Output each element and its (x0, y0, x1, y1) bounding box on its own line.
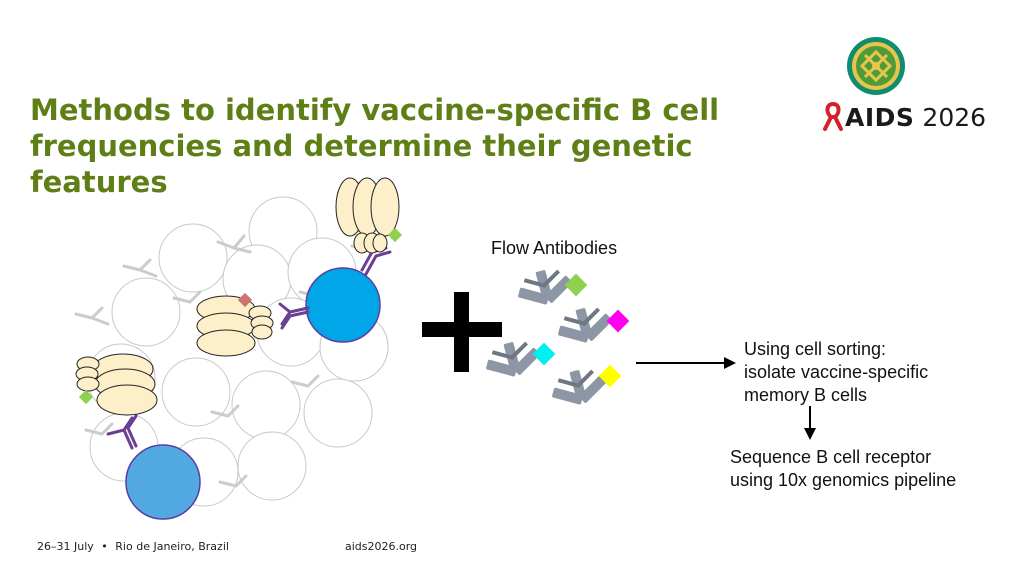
b-cell-top (305, 267, 381, 343)
sequencing-line: using 10x genomics pipeline (730, 470, 957, 490)
b-cell-bottom (125, 444, 201, 520)
footer-dates: 26–31 July (37, 540, 94, 553)
aids-2026-logo: AIDS 2026 (822, 36, 997, 136)
footer-location: Rio de Janeiro, Brazil (115, 540, 229, 553)
footer-event-info: 26–31 July • Rio de Janeiro, Brazil (37, 540, 229, 553)
cell-sorting-line: isolate vaccine-specific (744, 362, 929, 382)
conference-seal-icon (847, 37, 905, 95)
cell-sorting-line: Using cell sorting: (744, 339, 887, 359)
slide-title: Methods to identify vaccine-specific B c… (30, 93, 720, 199)
logo-name: AIDS (845, 102, 915, 132)
arrow-to-sorting (636, 357, 736, 369)
antigen-tags (78, 227, 403, 405)
sequencing-line: Sequence B cell receptor (730, 447, 932, 467)
flow-antibodies (480, 263, 630, 412)
footer-website: aids2026.org (345, 540, 418, 553)
logo-year: 2026 (922, 102, 987, 132)
plus-icon (422, 292, 502, 372)
red-ribbon-icon (823, 102, 843, 131)
footer-bullet: • (101, 540, 108, 553)
antigen-probes (75, 177, 400, 416)
flow-antibodies-label: Flow Antibodies (491, 238, 618, 258)
cell-sorting-line: memory B cells (744, 385, 868, 405)
arrow-to-sequencing (804, 406, 816, 440)
